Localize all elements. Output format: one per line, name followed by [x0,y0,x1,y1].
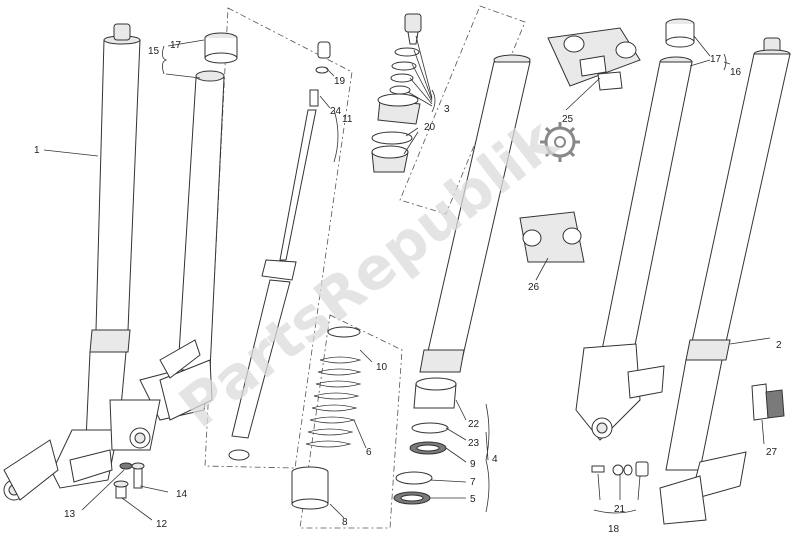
callout-15[interactable]: 15 [148,46,160,57]
callout-25[interactable]: 25 [562,114,574,125]
fork-spring[interactable] [305,326,362,448]
callout-22[interactable]: 22 [468,419,480,430]
bleed-screw-kit[interactable] [591,461,649,477]
callout-17-right[interactable]: 17 [710,54,722,65]
callout-4[interactable]: 4 [492,454,498,465]
assembly-outline-left [204,7,353,469]
assembly-outline-right [399,5,526,215]
bushing-17-right[interactable] [665,18,695,48]
callout-26[interactable]: 26 [528,282,540,293]
gear-icon [540,122,580,162]
callout-2[interactable]: 2 [776,340,782,351]
callout-12[interactable]: 12 [156,519,168,530]
fork-leg-left[interactable] [3,23,141,501]
assembly-outline-spring [299,314,403,529]
callout-19[interactable]: 19 [334,76,346,87]
callout-1[interactable]: 1 [34,145,40,156]
callout-17-left[interactable]: 17 [170,40,182,51]
callout-24[interactable]: 24 [330,106,342,117]
callout-18[interactable]: 18 [608,524,620,535]
bushing-17-left[interactable] [204,32,238,64]
callout-3[interactable]: 3 [444,104,450,115]
leader-lines [43,35,771,521]
pad-27[interactable] [751,383,785,421]
callout-10[interactable]: 10 [376,362,388,373]
watermark-text: PartsRepublik [167,105,571,441]
callout-27[interactable]: 27 [766,447,778,458]
axle-clamp-25[interactable] [547,27,641,91]
spacer-tube[interactable] [291,466,329,510]
callout-5[interactable]: 5 [470,494,476,505]
washer-13[interactable] [119,462,133,470]
callout-9[interactable]: 9 [470,459,476,470]
fork-leg-right[interactable] [659,37,791,525]
callout-23[interactable]: 23 [468,438,480,449]
damper-cartridge[interactable] [228,41,331,461]
callout-16[interactable]: 16 [730,67,742,78]
callout-14[interactable]: 14 [176,489,188,500]
axle-clamp-26[interactable] [519,211,585,263]
callout-labels: 1 2 3 4 5 6 7 8 9 10 11 12 13 14 15 16 1… [34,40,782,535]
callout-21[interactable]: 21 [614,504,626,515]
inner-tube-right[interactable] [419,54,531,373]
callout-7[interactable]: 7 [470,477,476,488]
callout-13[interactable]: 13 [64,509,76,520]
callout-20[interactable]: 20 [424,122,436,133]
callout-11[interactable]: 11 [342,114,353,125]
callout-6[interactable]: 6 [366,447,372,458]
bolt-14[interactable] [131,462,145,489]
top-cap-assembly[interactable] [371,13,422,173]
outer-tube-left[interactable] [109,70,225,451]
outer-tube-right[interactable] [575,56,693,441]
bolt-12[interactable] [113,480,129,499]
seal-kit[interactable] [393,377,457,505]
callout-8[interactable]: 8 [342,517,348,528]
